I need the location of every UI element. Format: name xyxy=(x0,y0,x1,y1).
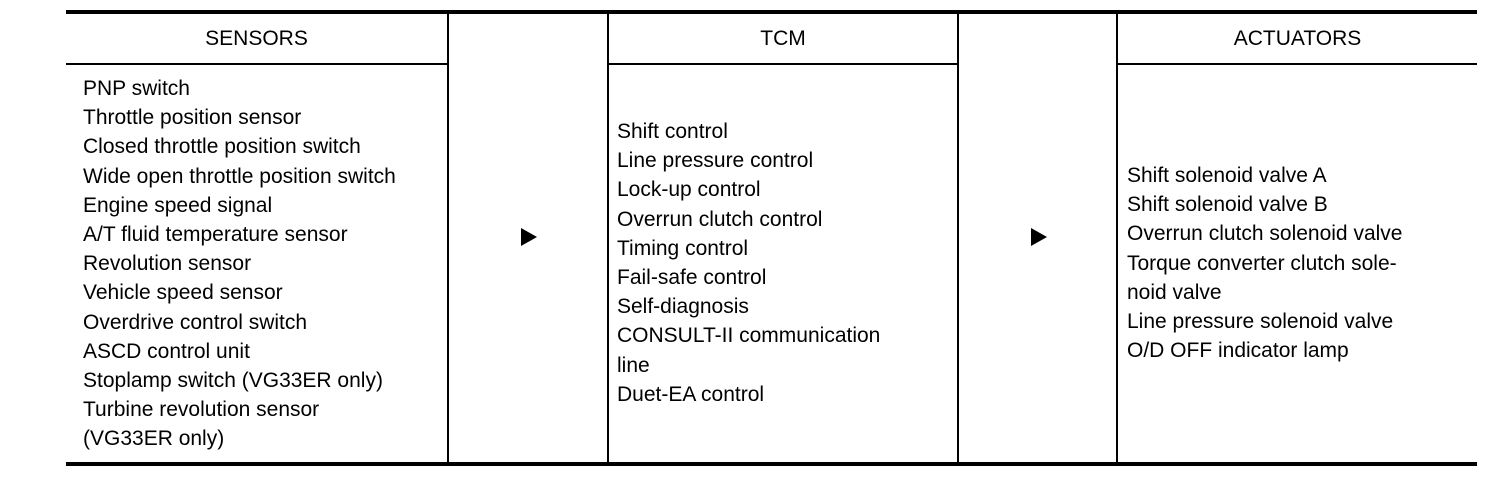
sensor-item: Engine speed signal xyxy=(83,193,273,217)
right-triangle-arrow-icon xyxy=(1031,228,1047,246)
actuator-item: Torque converter clutch sole- xyxy=(1127,251,1397,275)
actuator-item: Shift solenoid valve A xyxy=(1127,164,1327,187)
sensors-header-underline xyxy=(66,63,448,65)
actuator-item: noid valve xyxy=(1127,280,1222,304)
sensor-item: PNP switch xyxy=(83,77,190,100)
actuator-item: Line pressure solenoid valve xyxy=(1127,310,1394,334)
sensor-item: Stoplamp switch (VG33ER only) xyxy=(83,369,383,393)
sensor-item: Overdrive control switch xyxy=(83,310,308,334)
sensors-header: SENSORS xyxy=(205,27,308,50)
tcm-item: Duet-EA control xyxy=(617,382,765,406)
sensor-item: ASCD control unit xyxy=(83,339,250,363)
sensor-item: Turbine revolution sensor xyxy=(83,398,320,422)
actuator-item: Overrun clutch solenoid valve xyxy=(1127,222,1403,246)
sensor-item: Revolution sensor xyxy=(83,252,252,276)
divider-tcm-left xyxy=(607,12,609,464)
actuators-list: Shift solenoid valve A Shift solenoid va… xyxy=(1127,161,1402,365)
sensors-list: PNP switch Throttle position sensor Clos… xyxy=(83,74,396,454)
divider-sensors-right xyxy=(447,12,449,464)
sensor-item: Closed throttle position switch xyxy=(83,135,361,159)
tcm-list: Shift control Line pressure control Lock… xyxy=(617,117,880,409)
tcm-item: Overrun clutch control xyxy=(617,207,823,231)
tcm-item: Lock-up control xyxy=(617,178,761,202)
sensor-item: (VG33ER only) xyxy=(83,427,225,451)
table-bottom-rule xyxy=(66,462,1477,466)
actuator-item: Shift solenoid valve B xyxy=(1127,193,1328,217)
table-top-rule xyxy=(66,10,1477,14)
sensor-item: A/T fluid temperature sensor xyxy=(83,223,348,247)
sensor-item: Wide open throttle position switch xyxy=(83,164,396,188)
tcm-header-underline xyxy=(607,63,959,65)
sensor-item: Vehicle speed sensor xyxy=(83,281,283,305)
tcm-item: Self-diagnosis xyxy=(617,295,749,319)
sensor-item: Throttle position sensor xyxy=(83,106,302,130)
tcm-item: Fail-safe control xyxy=(617,266,767,290)
divider-actuators-left xyxy=(1116,12,1118,464)
right-triangle-arrow-icon xyxy=(521,228,537,246)
tcm-header: TCM xyxy=(760,27,806,50)
tcm-item: line xyxy=(617,353,650,377)
actuators-header: ACTUATORS xyxy=(1233,27,1362,50)
tcm-item: CONSULT-II communication xyxy=(617,324,881,348)
actuator-item: O/D OFF indicator lamp xyxy=(1127,339,1349,363)
tcm-item: Shift control xyxy=(617,120,728,143)
tcm-item: Line pressure control xyxy=(617,149,814,173)
actuators-header-underline xyxy=(1116,63,1477,65)
divider-tcm-right xyxy=(957,12,959,464)
tcm-item: Timing control xyxy=(617,236,749,260)
